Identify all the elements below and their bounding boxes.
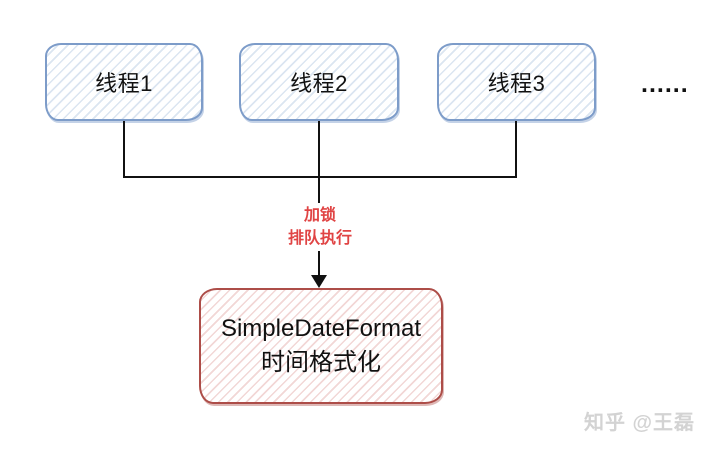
arrow-label-line1: 加锁 (303, 207, 337, 224)
simpledateformat-box: SimpleDateFormat 时间格式化 (199, 288, 443, 404)
more-threads-ellipsis: ...... (641, 70, 689, 98)
target-box-subtitle: 时间格式化 (261, 349, 381, 376)
connector-stub-thread3 (515, 121, 517, 178)
arrow-label-line2: 排队执行 (287, 230, 353, 247)
watermark: 知乎 @王磊 (584, 412, 696, 434)
arrow-label: 加锁 排队执行 (281, 203, 359, 251)
thread-box-1: 线程1 (45, 43, 203, 121)
connector-stub-thread2 (318, 121, 320, 178)
thread-box-2: 线程2 (239, 43, 399, 121)
thread-2-label: 线程2 (290, 71, 348, 96)
thread-1-label: 线程1 (95, 71, 153, 96)
arrow-head-icon (311, 275, 327, 288)
thread-3-label: 线程3 (487, 71, 546, 96)
thread-box-3: 线程3 (437, 43, 596, 121)
connector-stub-thread1 (123, 121, 125, 178)
connector-horizontal-line (123, 176, 517, 178)
target-box-title: SimpleDateFormat (220, 315, 422, 342)
